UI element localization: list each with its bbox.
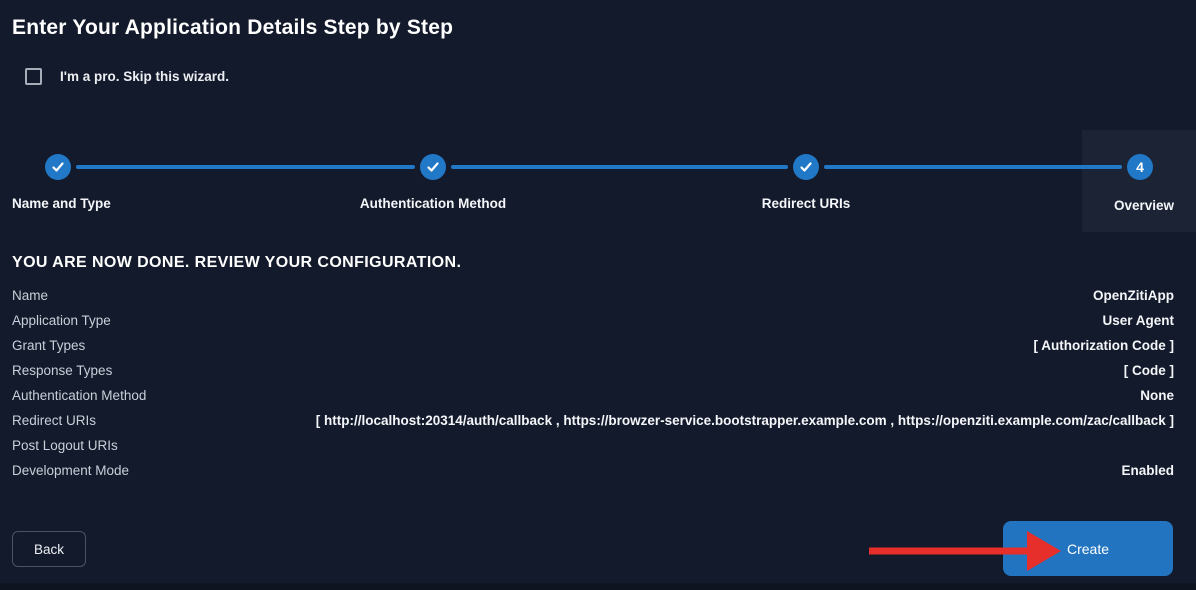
- check-icon: [426, 160, 440, 174]
- detail-label: Authentication Method: [12, 388, 147, 403]
- step-1-circle[interactable]: [45, 154, 71, 180]
- detail-row-grant-types: Grant Types [ Authorization Code ]: [12, 338, 1174, 363]
- detail-value: [ http://localhost:20314/auth/callback ,…: [315, 413, 1174, 428]
- step-4-circle[interactable]: 4: [1127, 154, 1153, 180]
- detail-row-name: Name OpenZitiApp: [12, 288, 1174, 313]
- stepper-connector-3: [824, 165, 1122, 169]
- active-step-highlight: [1082, 130, 1196, 232]
- detail-label: Name: [12, 288, 49, 303]
- detail-row-application-type: Application Type User Agent: [12, 313, 1174, 338]
- detail-row-response-types: Response Types [ Code ]: [12, 363, 1174, 388]
- detail-label: Post Logout URIs: [12, 438, 118, 453]
- wizard-stepper: 4 Name and Type Authentication Method Re…: [0, 130, 1196, 232]
- stepper-connector-2: [451, 165, 788, 169]
- step-2-circle[interactable]: [420, 154, 446, 180]
- detail-label: Development Mode: [12, 463, 130, 478]
- detail-row-authentication-method: Authentication Method None: [12, 388, 1174, 413]
- detail-label: Response Types: [12, 363, 113, 378]
- check-icon: [799, 160, 813, 174]
- detail-row-redirect-uris: Redirect URIs [ http://localhost:20314/a…: [12, 413, 1174, 438]
- detail-row-development-mode: Development Mode Enabled: [12, 463, 1174, 488]
- detail-value: [ Code ]: [1123, 363, 1174, 378]
- skip-wizard-checkbox[interactable]: [25, 68, 42, 85]
- detail-value: OpenZitiApp: [1093, 288, 1174, 303]
- detail-row-post-logout-uris: Post Logout URIs: [12, 438, 1174, 463]
- step-2-label: Authentication Method: [359, 196, 507, 211]
- back-button[interactable]: Back: [12, 531, 87, 567]
- detail-value: User Agent: [1102, 313, 1174, 328]
- detail-value: [ Authorization Code ]: [1033, 338, 1174, 353]
- create-button[interactable]: Create: [1003, 521, 1173, 576]
- review-heading: YOU ARE NOW DONE. REVIEW YOUR CONFIGURAT…: [12, 254, 462, 271]
- step-3-label: Redirect URIs: [761, 196, 851, 211]
- step-4-number: 4: [1136, 159, 1144, 175]
- skip-wizard-label: I'm a pro. Skip this wizard.: [60, 69, 229, 84]
- configuration-details: Name OpenZitiApp Application Type User A…: [12, 288, 1174, 488]
- detail-label: Redirect URIs: [12, 413, 97, 428]
- stepper-connector-1: [76, 165, 415, 169]
- page-title: Enter Your Application Details Step by S…: [12, 16, 454, 39]
- detail-label: Grant Types: [12, 338, 86, 353]
- check-icon: [51, 160, 65, 174]
- detail-label: Application Type: [12, 313, 111, 328]
- step-1-label: Name and Type: [12, 196, 111, 211]
- detail-value: None: [1140, 388, 1174, 403]
- step-4-label: Overview: [1113, 198, 1174, 213]
- step-3-circle[interactable]: [793, 154, 819, 180]
- bottom-edge-strip: [0, 583, 1196, 590]
- skip-wizard-row: I'm a pro. Skip this wizard.: [25, 68, 229, 85]
- detail-value: Enabled: [1121, 463, 1174, 478]
